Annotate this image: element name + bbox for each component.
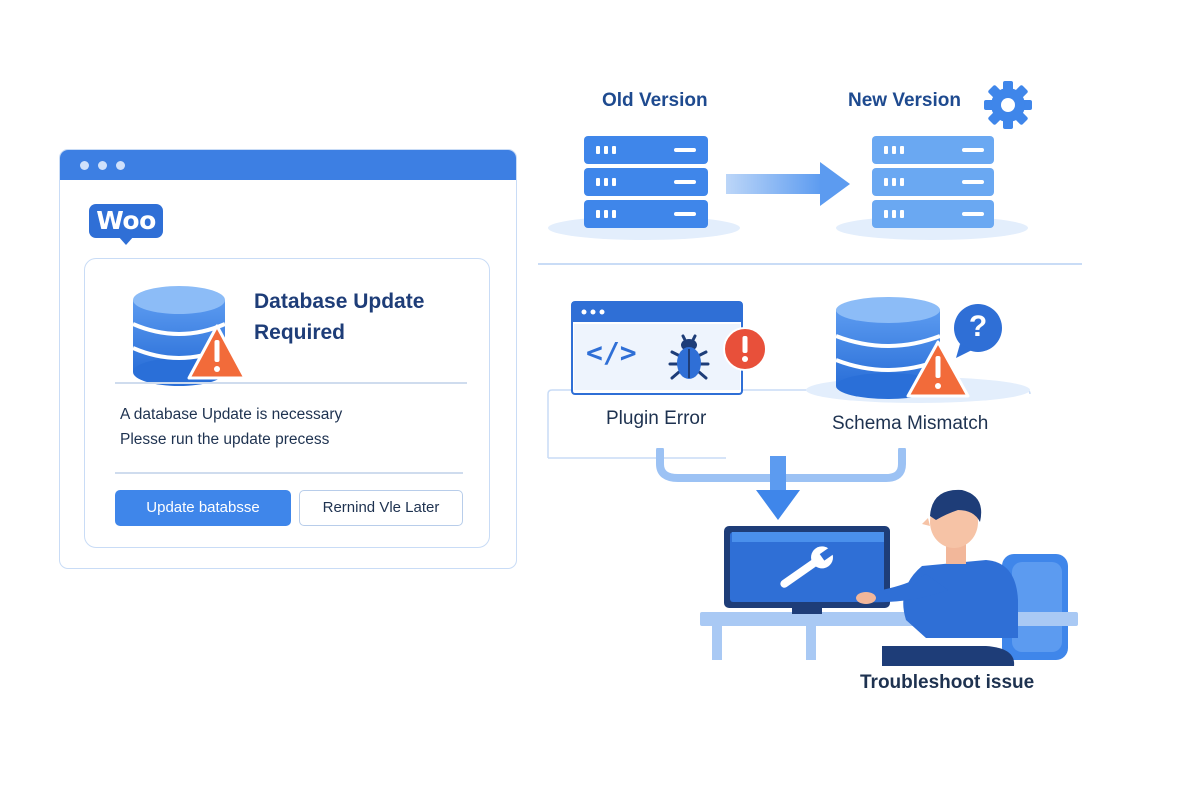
gear-icon [984, 81, 1032, 129]
window-dot-icon [98, 161, 107, 170]
notice-title-line: Required [254, 321, 346, 344]
woo-logo-tail [118, 236, 134, 245]
divider [115, 472, 463, 474]
notice-title: Database Update Required [254, 286, 474, 348]
woo-logo: Woo [89, 204, 163, 238]
causes-panel [547, 389, 1031, 459]
error-icon [723, 327, 767, 371]
notice-message: Plesse run the update precess [120, 431, 330, 448]
window-dot-icon [116, 161, 125, 170]
code-symbol: </> [586, 336, 637, 369]
database-warning-icon [132, 286, 247, 386]
new-version-label: New Version [848, 90, 961, 111]
troubleshoot-illustration [700, 489, 1078, 666]
upgrade-arrow-icon [726, 162, 850, 206]
old-server-icon [548, 136, 740, 240]
divider [115, 382, 467, 384]
question-mark: ? [968, 310, 988, 343]
plugin-error-label: Plugin Error [606, 408, 707, 429]
section-divider [538, 263, 1082, 265]
notice-title-line: Database Update [254, 290, 425, 313]
new-server-icon [836, 136, 1028, 240]
remind-later-button[interactable]: Rernind Vle Later [299, 490, 463, 526]
bug-icon [668, 334, 710, 380]
troubleshoot-label: Troubleshoot issue [860, 672, 1035, 693]
schema-database-icon [806, 297, 1030, 403]
old-version-label: Old Version [602, 90, 708, 111]
schema-mismatch-label: Schema Mismatch [832, 413, 989, 434]
merge-arrow-icon [656, 448, 906, 520]
question-bubble-icon [954, 304, 1002, 358]
window-title-bar [60, 150, 516, 180]
window-dot-icon [80, 161, 89, 170]
update-database-button[interactable]: Update batabsse [115, 490, 291, 526]
notice-message: A database Update is necessary [120, 406, 343, 423]
